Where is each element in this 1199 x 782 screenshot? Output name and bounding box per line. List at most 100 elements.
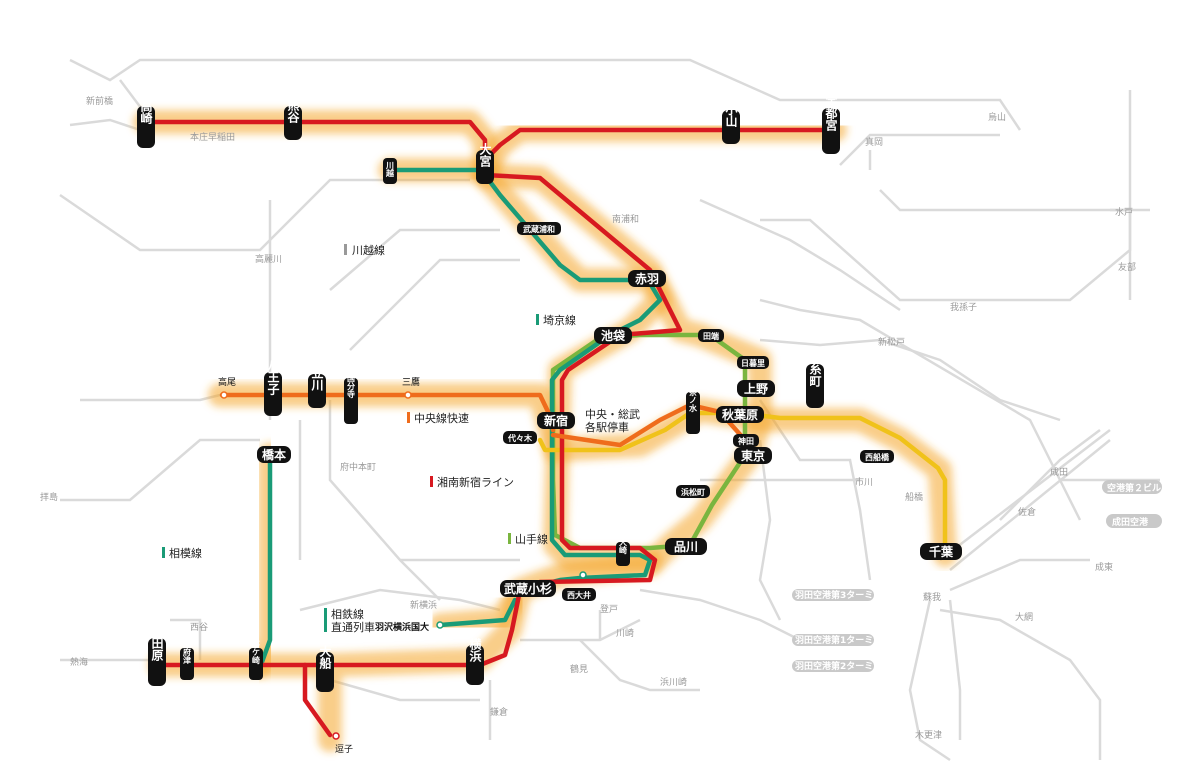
station-nippori[interactable]: [737, 356, 769, 369]
station-kinshicho[interactable]: [806, 364, 824, 408]
station-ikebukuro[interactable]: [594, 327, 632, 344]
label-fuchuhonmachi: 府中本町: [340, 461, 376, 473]
station-hashimoto[interactable]: [257, 446, 291, 463]
station-akihabara[interactable]: [716, 406, 764, 423]
legend-swatch-kawagoe: [344, 244, 347, 255]
label-shinyokohama: 新横浜: [410, 599, 437, 611]
station-hamamatsucho[interactable]: [676, 485, 710, 498]
station-zushi-label: 逗子: [335, 744, 353, 755]
station-hamamatsucho-label: 浜松町: [681, 487, 705, 497]
saikyo-line: [387, 167, 663, 593]
station-oyama[interactable]: [722, 110, 740, 144]
legend-sotetsu-2: 直通列車: [331, 620, 375, 634]
station-kokubunji[interactable]: [344, 378, 358, 424]
station-kozu[interactable]: [180, 648, 194, 680]
station-tabata-label: 田端: [703, 331, 719, 341]
station-omiya-label: 大宮: [478, 142, 492, 167]
station-shinjuku-label: 新宿: [544, 413, 568, 428]
station-ofuna-label: 大船: [318, 644, 332, 670]
station-kawagoe[interactable]: [383, 158, 397, 184]
station-nippori-label: 日暮里: [741, 358, 765, 368]
label-kisarazu: 木更津: [915, 729, 942, 741]
station-tokyo-label: 東京: [741, 448, 765, 463]
station-musashiurawa[interactable]: [517, 222, 561, 235]
station-tokyo[interactable]: [734, 447, 772, 464]
label-moka: 真岡: [865, 136, 883, 148]
legend-sagami: 相模線: [169, 546, 202, 560]
legend-kawagoe: 川越線: [352, 243, 385, 257]
minor-stations: 川越 武蔵浦和 田端 日暮里 御茶ノ水 神田 代々木 浜松町 大崎 西大井 羽沢…: [180, 158, 894, 755]
station-kanda-label: 神田: [738, 436, 754, 446]
station-tachikawa[interactable]: [308, 374, 326, 408]
station-nishifunabashi-label: 西船橋: [865, 452, 890, 462]
label-naruto: 成東: [1095, 561, 1113, 573]
station-akabane[interactable]: [628, 270, 666, 287]
station-nishifunabashi[interactable]: [860, 450, 894, 463]
station-odawara[interactable]: [148, 638, 166, 686]
gray-station-labels: 新前橋 本庄早稲田 南浦和 高麗川 拝島 府中本町 新横浜 川崎 登戸 鶴見 浜…: [40, 95, 1136, 741]
background-network: [59, 58, 1160, 762]
pill-narita-airport: [1106, 514, 1162, 528]
station-chiba[interactable]: [920, 543, 962, 560]
station-ikebukuro-label: 池袋: [601, 328, 626, 343]
station-ofuna[interactable]: [316, 652, 334, 692]
station-hachioji[interactable]: [264, 372, 282, 416]
label-abiko: 我孫子: [950, 301, 977, 313]
station-takasaki-label: 高崎: [139, 99, 153, 125]
legend-swatch-sagami: [162, 547, 165, 558]
legend-swatch-saikyo: [536, 314, 539, 325]
label-haneda1: 羽田空港第1ターミナル: [795, 634, 891, 646]
station-nishioi[interactable]: [562, 588, 596, 601]
station-ueno[interactable]: [737, 380, 775, 397]
station-takao-label: 高尾: [218, 376, 236, 388]
station-yoyogi[interactable]: [503, 431, 537, 444]
station-utsunomiya[interactable]: [822, 108, 840, 154]
station-kumagaya[interactable]: [284, 106, 302, 140]
dot-takao: [220, 391, 228, 399]
legend-shonan-shinjuku: 湘南新宿ライン: [437, 475, 514, 489]
station-akabane-label: 赤羽: [635, 271, 659, 286]
label-honjo-waseda: 本庄早稲田: [190, 131, 235, 143]
station-takasaki[interactable]: [137, 106, 155, 148]
station-chigasaki[interactable]: [249, 648, 263, 680]
station-shinagawa[interactable]: [665, 538, 707, 555]
dot-mitaka: [404, 391, 412, 399]
label-nishiya: 西谷: [190, 622, 208, 633]
station-musashiurawa-label: 武蔵浦和: [523, 224, 555, 234]
station-musashikosugi[interactable]: [500, 580, 556, 597]
station-yokohama[interactable]: [466, 645, 484, 685]
label-tsurumi: 鶴見: [570, 663, 588, 675]
station-osaki[interactable]: [616, 542, 630, 566]
dot-nishioi: [579, 571, 587, 579]
label-mito: 水戸: [1115, 206, 1133, 218]
label-oami: 大網: [1015, 611, 1033, 623]
sagami-line: [259, 452, 273, 665]
sotetsu-through-line: [437, 597, 518, 628]
legend-chuo-sobu-1: 中央・総武: [585, 407, 640, 421]
legend-sotetsu-1: 相鉄線: [331, 607, 364, 621]
legend-saikyo: 埼京線: [543, 313, 576, 327]
station-ueno-label: 上野: [744, 381, 768, 396]
shonan-shinjuku-line: [142, 119, 683, 668]
legend-yamanote: 山手線: [515, 532, 548, 546]
station-kinshicho-label: 錦糸町: [808, 350, 822, 388]
station-oyama-label: 小山: [724, 102, 738, 128]
station-akihabara-label: 秋葉原: [722, 407, 758, 422]
pill-haneda1: [792, 634, 874, 646]
label-tomobe: 友部: [1118, 261, 1136, 273]
station-hashimoto-label: 橋本: [262, 447, 286, 462]
legend: 川越線 埼京線 中央線快速 湘南新宿ライン 山手線 相模線 相鉄線 直通列車 中…: [162, 243, 640, 634]
label-haneda3: 羽田空港第3ターミナル: [795, 589, 891, 601]
legend-swatch-yamanote: [508, 533, 511, 544]
station-yoyogi-label: 代々木: [507, 433, 533, 443]
station-ochanomizu[interactable]: [686, 392, 700, 434]
pill-haneda2: [792, 660, 874, 672]
station-shinagawa-label: 品川: [674, 540, 698, 554]
station-tabata[interactable]: [698, 329, 724, 342]
station-shinjuku[interactable]: [537, 412, 575, 429]
station-nishioi-label: 西大井: [567, 590, 591, 600]
station-omiya[interactable]: [476, 150, 494, 184]
station-kanda[interactable]: [733, 434, 759, 447]
label-hamakawasaki: 浜川崎: [660, 676, 687, 688]
